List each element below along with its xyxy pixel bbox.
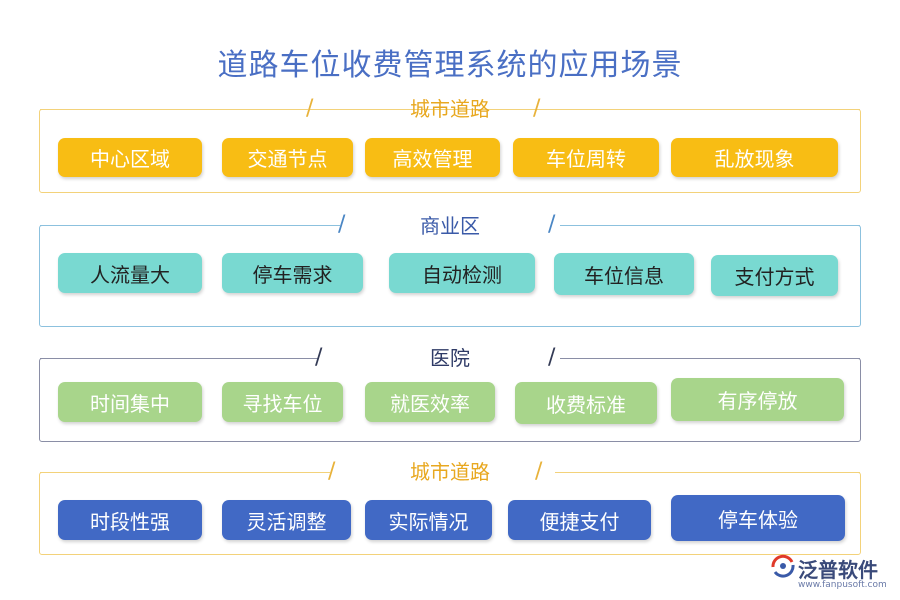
scenario-chip: 支付方式 bbox=[711, 255, 838, 296]
scenario-chip: 寻找车位 bbox=[222, 382, 343, 422]
fanpu-logo-icon bbox=[771, 554, 795, 578]
scenario-chip: 停车需求 bbox=[222, 253, 363, 293]
logo-url: www.fanpusoft.com bbox=[798, 580, 887, 590]
section-label: 城市道路 bbox=[410, 460, 490, 484]
logo-name: 泛普软件 bbox=[798, 558, 878, 582]
section-label: 商业区 bbox=[420, 214, 480, 238]
slash-decoration: / bbox=[535, 459, 543, 484]
section-frame bbox=[39, 109, 861, 193]
scenario-chip: 高效管理 bbox=[365, 138, 500, 177]
scenario-chip: 人流量大 bbox=[58, 253, 202, 293]
section-label: 城市道路 bbox=[410, 97, 490, 121]
diagram-title: 道路车位收费管理系统的应用场景 bbox=[217, 48, 683, 83]
scenario-chip: 时段性强 bbox=[58, 500, 202, 540]
slash-decoration: / bbox=[338, 212, 346, 237]
scenario-chip: 乱放现象 bbox=[671, 138, 838, 177]
scenario-chip: 交通节点 bbox=[222, 138, 353, 177]
slash-decoration: / bbox=[548, 345, 556, 370]
brand-logo: 泛普软件 www.fanpusoft.com bbox=[770, 552, 895, 596]
scenario-chip: 车位信息 bbox=[554, 253, 694, 295]
slash-decoration: / bbox=[328, 459, 336, 484]
scenario-chip: 自动检测 bbox=[389, 253, 535, 293]
scenario-chip: 收费标准 bbox=[515, 382, 657, 424]
scenario-chip: 车位周转 bbox=[513, 138, 659, 177]
scenario-chip: 时间集中 bbox=[58, 382, 202, 422]
scenario-chip: 有序停放 bbox=[671, 378, 844, 421]
scenario-chip: 实际情况 bbox=[365, 500, 492, 540]
scenario-chip: 就医效率 bbox=[365, 382, 495, 422]
slash-decoration: / bbox=[315, 345, 323, 370]
section-label: 医院 bbox=[430, 346, 470, 370]
slash-decoration: / bbox=[548, 212, 556, 237]
slash-decoration: / bbox=[533, 96, 541, 121]
scenario-chip: 停车体验 bbox=[671, 495, 845, 541]
scenario-chip: 便捷支付 bbox=[508, 500, 651, 540]
scenario-chip: 中心区域 bbox=[58, 138, 202, 177]
scenario-chip: 灵活调整 bbox=[222, 500, 351, 540]
slash-decoration: / bbox=[306, 96, 314, 121]
